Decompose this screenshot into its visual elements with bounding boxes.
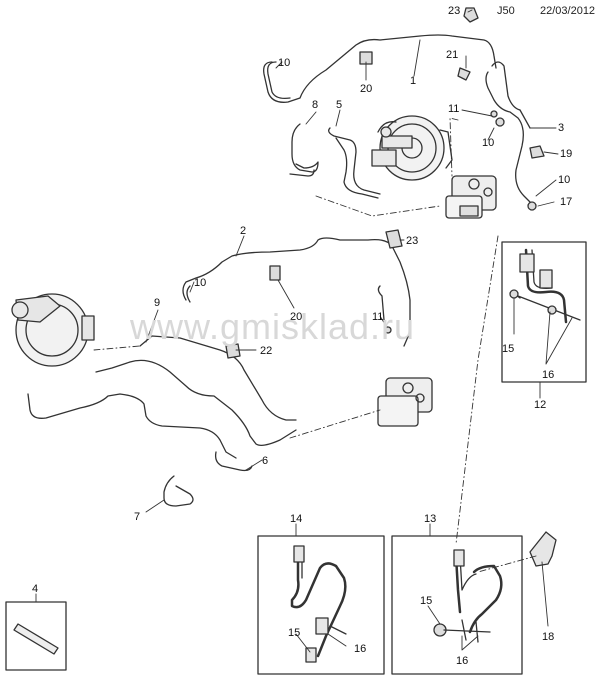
brake-pipe-6 xyxy=(214,451,253,472)
callout-15-box13: 15 xyxy=(420,595,432,607)
callout-23-upper: 23 xyxy=(448,5,460,17)
callout-20-upper: 20 xyxy=(360,83,372,95)
callout-11-upper: 11 xyxy=(448,103,459,115)
callout-7: 7 xyxy=(134,511,140,523)
callout-10-upper-mid: 10 xyxy=(482,137,494,149)
callout-15-box14: 15 xyxy=(288,627,300,639)
brake-pipe-lower-a xyxy=(95,359,297,446)
brake-pipe-7 xyxy=(163,475,194,507)
callout-2: 2 xyxy=(240,225,246,237)
callout-19: 19 xyxy=(560,148,572,160)
brake-pipe-3 xyxy=(485,71,535,207)
callout-11-middle: 11 xyxy=(372,311,383,323)
callout-21: 21 xyxy=(446,49,458,61)
clip-20-middle xyxy=(269,265,281,281)
callout-22: 22 xyxy=(260,345,272,357)
callout-3: 3 xyxy=(558,122,564,134)
callout-10-upper-left: 10 xyxy=(278,57,290,69)
bracket-18 xyxy=(529,531,557,567)
clip-20-upper xyxy=(359,51,373,65)
frame-12 xyxy=(501,241,587,383)
clip-23-upper xyxy=(463,7,479,23)
diagram-code: J50 xyxy=(497,5,515,17)
callout-4: 4 xyxy=(32,583,38,595)
clip-21 xyxy=(457,67,471,81)
callout-23-middle: 23 xyxy=(406,235,418,247)
clip-23-middle xyxy=(385,229,403,249)
brake-pipe-5 xyxy=(328,127,381,195)
callout-16-box13: 16 xyxy=(456,655,468,667)
callout-8: 8 xyxy=(312,99,318,111)
callout-16-box12: 16 xyxy=(542,369,554,381)
connector-19 xyxy=(529,145,545,159)
protective-sleeve-4 xyxy=(13,623,59,655)
diagram-date: 22/03/2012 xyxy=(540,5,596,17)
callout-1: 1 xyxy=(410,75,416,87)
clip-22 xyxy=(225,343,241,359)
callout-16-box14: 16 xyxy=(354,643,366,655)
callout-6: 6 xyxy=(262,455,268,467)
callout-13: 13 xyxy=(424,513,436,525)
brake-pipe-9 xyxy=(139,335,297,421)
brake-pipe-8 xyxy=(291,123,319,173)
brake-pipe-2 xyxy=(182,237,411,347)
brake-hose-12 xyxy=(524,248,568,324)
callout-10-middle: 10 xyxy=(194,277,206,289)
brake-pipe-lower-b xyxy=(27,393,237,459)
callout-12: 12 xyxy=(534,399,546,411)
brake-pipe-1 xyxy=(263,34,497,103)
callout-9: 9 xyxy=(154,297,160,309)
watermark-text: www.gmisklad.ru xyxy=(130,306,416,347)
callout-18: 18 xyxy=(542,631,554,643)
callout-20-middle: 20 xyxy=(290,311,302,323)
callout-10-upper-right: 10 xyxy=(558,174,570,186)
callout-14: 14 xyxy=(290,513,302,525)
callout-15-box12: 15 xyxy=(502,343,514,355)
brake-hose-13 xyxy=(454,554,503,634)
callout-17: 17 xyxy=(560,196,572,208)
callout-5: 5 xyxy=(336,99,342,111)
brake-hose-14 xyxy=(290,550,347,658)
